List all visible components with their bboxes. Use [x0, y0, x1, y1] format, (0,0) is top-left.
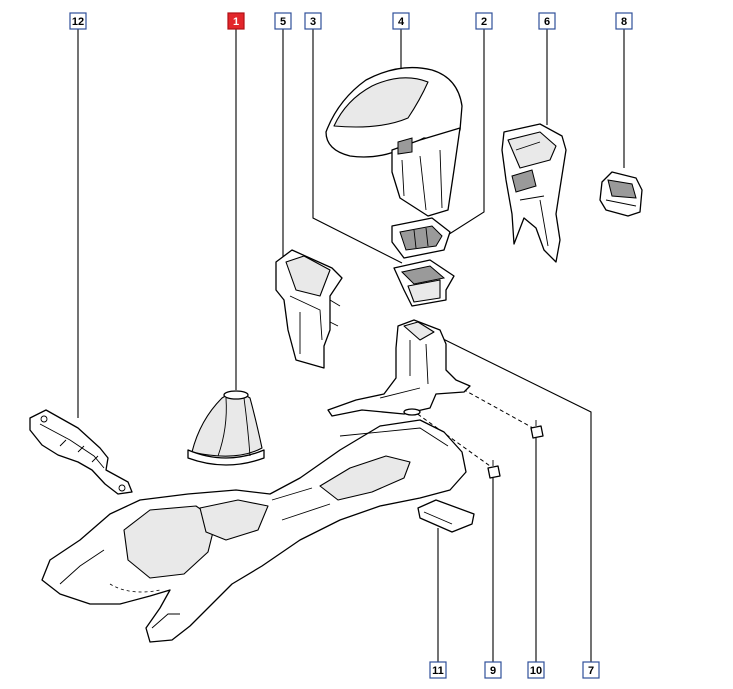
main-center-console[interactable]: [41, 419, 467, 643]
callout-11-label: 11: [432, 665, 444, 677]
callout-6-label: 6: [544, 16, 550, 28]
part-2-switch-panel[interactable]: [391, 217, 451, 259]
part-6-side-bracket[interactable]: [501, 123, 567, 263]
callout-2-label: 2: [481, 16, 487, 28]
part-3-cup-insert[interactable]: [393, 259, 455, 307]
fastener-dashed-lines: [411, 385, 534, 467]
callout-4-label: 4: [398, 16, 405, 28]
callout-4[interactable]: 4: [392, 12, 410, 30]
callout-12-label: 12: [72, 16, 84, 28]
callout-10-label: 10: [530, 665, 542, 677]
callout-2[interactable]: 2: [475, 12, 493, 30]
callouts: 12 1 5 3 4 2 6 8: [69, 12, 633, 679]
callout-1[interactable]: 1: [227, 12, 245, 30]
callout-12[interactable]: 12: [69, 12, 87, 30]
callout-3[interactable]: 3: [304, 12, 322, 30]
callout-8-label: 8: [621, 16, 627, 28]
part-9-clip[interactable]: [487, 460, 501, 479]
part-11-cover-plate[interactable]: [417, 499, 475, 533]
callout-10[interactable]: 10: [527, 661, 545, 679]
callout-9[interactable]: 9: [484, 661, 502, 679]
part-7-center-bracket[interactable]: [327, 319, 471, 417]
callout-1-label: 1: [233, 16, 239, 28]
callout-3-label: 3: [310, 16, 316, 28]
callout-7-label: 7: [588, 665, 594, 677]
leader-lines: [77, 29, 625, 662]
callout-9-label: 9: [490, 665, 496, 677]
callout-5[interactable]: 5: [274, 12, 292, 30]
part-4-armrest[interactable]: [325, 66, 463, 217]
part-10-clip[interactable]: [530, 420, 544, 439]
part-1-gear-boot[interactable]: [187, 390, 265, 466]
callout-8[interactable]: 8: [615, 12, 633, 30]
part-8-switch[interactable]: [599, 171, 643, 217]
callout-5-label: 5: [280, 16, 286, 28]
callout-7[interactable]: 7: [582, 661, 600, 679]
callout-11[interactable]: 11: [429, 661, 447, 679]
callout-6[interactable]: 6: [538, 12, 556, 30]
part-12-bracket[interactable]: [29, 409, 133, 495]
part-5-trim-bracket[interactable]: [275, 249, 343, 369]
